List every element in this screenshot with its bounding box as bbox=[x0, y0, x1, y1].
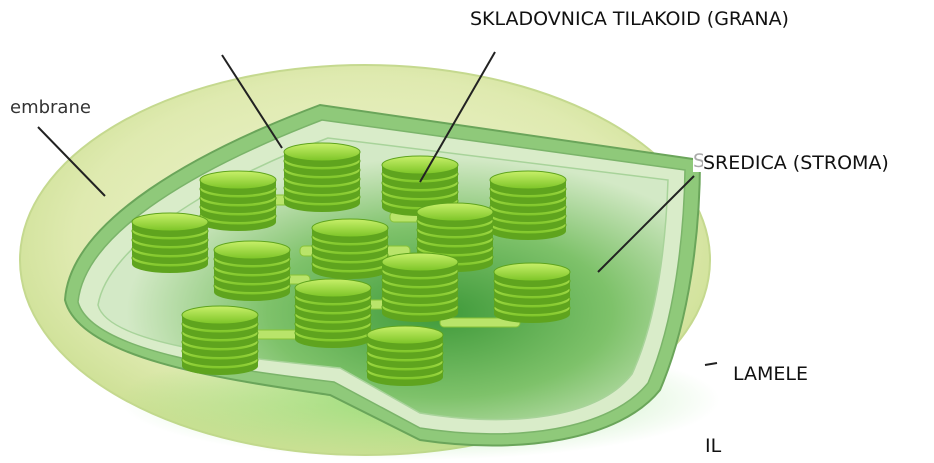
leader-line-lamele bbox=[705, 363, 717, 365]
thylakoid-disc bbox=[312, 219, 388, 237]
thylakoid-disc bbox=[490, 171, 566, 189]
granum-stack bbox=[367, 326, 443, 386]
il-label: IL bbox=[705, 435, 721, 457]
thylakoid-disc bbox=[417, 203, 493, 221]
granum-stack bbox=[295, 279, 371, 348]
thylakoid-disc bbox=[182, 306, 258, 324]
thylakoid-disc bbox=[200, 171, 276, 189]
label-fragment: S bbox=[693, 150, 703, 172]
thylakoid-disc bbox=[295, 279, 371, 297]
granum-stack bbox=[382, 253, 458, 322]
lamele-label: LAMELE bbox=[733, 363, 808, 385]
thylakoid-disc bbox=[214, 241, 290, 259]
stroma-label: SREDICA (STROMA) bbox=[703, 152, 889, 174]
thylakoid-disc bbox=[132, 213, 208, 231]
granum-stack bbox=[182, 306, 258, 375]
granum-stack bbox=[284, 143, 360, 212]
granum-stack bbox=[494, 263, 570, 323]
membrane-label: embrane bbox=[10, 97, 91, 118]
thylakoid-disc bbox=[367, 326, 443, 344]
granum-stack bbox=[312, 219, 388, 279]
thylakoid-disc bbox=[382, 253, 458, 271]
granum-stack bbox=[490, 171, 566, 240]
thylakoid-disc bbox=[284, 143, 360, 161]
thylakoid-disc bbox=[382, 156, 458, 174]
granum-stack bbox=[200, 171, 276, 231]
thylakoid-disc bbox=[494, 263, 570, 281]
granum-stack bbox=[214, 241, 290, 301]
grana-label: SKLADOVNICA TILAKOID (GRANA) bbox=[470, 8, 789, 30]
granum-stack bbox=[132, 213, 208, 273]
